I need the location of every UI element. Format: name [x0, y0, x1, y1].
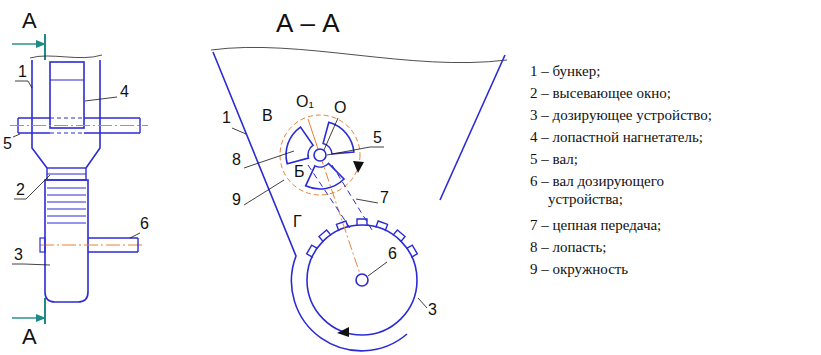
blade — [323, 122, 354, 154]
leader-line — [130, 233, 140, 238]
drum-tooth — [406, 245, 417, 257]
callout-number: 7 — [380, 188, 389, 207]
legend-line: 1 – бункер; — [530, 62, 600, 80]
legend-line: 8 – лопасть; — [530, 238, 606, 256]
dosing-shaft — [356, 274, 368, 286]
section-letter: А — [22, 324, 37, 350]
section-arrow — [12, 317, 38, 318]
legend-line: 9 – окружность — [530, 260, 628, 278]
callout-number: 5 — [3, 134, 12, 153]
leader-line — [13, 134, 20, 137]
dosing-housing — [45, 180, 88, 302]
section-title: А – А — [276, 8, 340, 39]
impeller-edge — [50, 79, 84, 80]
chain-drive — [308, 165, 372, 230]
drum-tooth — [336, 221, 348, 231]
legend-line: 5 – вал; — [530, 150, 578, 168]
callout-number: 1 — [222, 108, 231, 127]
shaft — [314, 149, 326, 161]
leader-line — [244, 180, 284, 205]
callout-number: 4 — [120, 82, 129, 101]
section-arrow — [12, 43, 38, 44]
legend-line: 2 – высевающее окно; — [530, 84, 671, 102]
center-line — [10, 125, 148, 126]
callout-number: 6 — [140, 214, 149, 233]
callout-number: 2 — [16, 180, 25, 199]
break-line — [30, 55, 102, 58]
leader-line — [356, 199, 378, 203]
leader-line — [85, 97, 117, 101]
leader-line — [12, 264, 50, 265]
callout-number: 3 — [428, 300, 437, 319]
legend-line: 4 – лопастной нагнетатель; — [530, 128, 703, 146]
drum-tooth — [393, 230, 405, 242]
center-line — [40, 245, 145, 246]
callout-number: 1 — [18, 62, 27, 81]
legend-line: 7 – цепная передача; — [530, 216, 661, 234]
blade — [306, 164, 344, 189]
drum-tooth — [307, 245, 318, 257]
point-letter: Г — [293, 212, 302, 231]
section-arrowhead — [36, 40, 46, 48]
point-letter: В — [262, 106, 273, 125]
hopper-wall — [32, 60, 100, 168]
drum-teeth — [47, 188, 86, 223]
callout-number: 9 — [232, 190, 241, 209]
point-letter: Б — [294, 162, 305, 181]
leader-line — [327, 147, 384, 155]
legend-line: 6 – вал дозирующего устройства; — [530, 172, 698, 208]
break-line — [211, 47, 507, 62]
point-letter: О — [334, 98, 346, 117]
blade — [286, 127, 313, 164]
section-line — [44, 298, 46, 324]
shaft-stub — [40, 238, 45, 252]
leader-line — [368, 262, 387, 276]
section-letter: А — [22, 8, 37, 34]
dosing-shaft — [88, 238, 138, 252]
callout-number: 6 — [388, 244, 397, 263]
sowing-window — [47, 168, 86, 180]
rotation-arrow — [337, 327, 349, 337]
callout-number: 5 — [373, 128, 382, 147]
hopper-wall — [213, 52, 407, 351]
leader-line — [418, 298, 427, 308]
section-arrowhead — [36, 314, 46, 322]
leader-line — [324, 118, 338, 150]
leader-line — [244, 151, 294, 168]
drum-tooth — [319, 230, 331, 242]
dosing-drum — [307, 225, 417, 335]
leader-line — [14, 175, 50, 199]
callout-number: 8 — [232, 150, 241, 169]
leader-line — [15, 81, 32, 88]
rotation-arrow — [353, 161, 364, 173]
callout-number: 3 — [14, 245, 23, 264]
window-edge — [47, 174, 86, 175]
hopper-wall — [440, 55, 505, 200]
legend-line: 3 – дозирующее устройство; — [530, 106, 712, 124]
drum-tooth — [376, 221, 388, 231]
leader-line — [232, 128, 246, 134]
point-letter: О₁ — [296, 92, 314, 111]
